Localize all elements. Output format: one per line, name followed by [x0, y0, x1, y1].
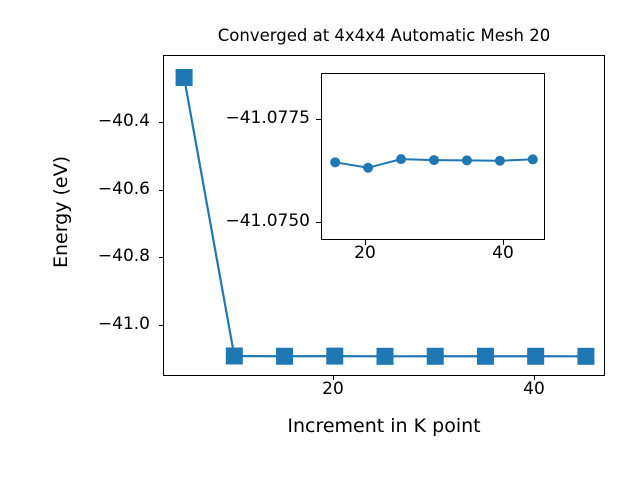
data-point — [175, 69, 193, 87]
data-point — [577, 347, 595, 365]
y-tick-label-main-3: −41.0 — [97, 314, 150, 334]
y-tick-mark-main-1 — [159, 190, 163, 192]
data-point — [527, 154, 538, 165]
data-point — [426, 347, 444, 365]
x-tick-label-main-0: 20 — [322, 379, 344, 399]
data-point — [363, 162, 374, 173]
x-tick-label-inset-1: 40 — [492, 243, 514, 263]
main-series-svg — [175, 69, 595, 365]
x-tick-label-inset-0: 20 — [354, 243, 376, 263]
data-point — [494, 155, 505, 166]
inset-plot-area[interactable] — [321, 73, 545, 240]
x-tick-mark-main-0 — [333, 376, 335, 380]
chart-title: Converged at 4x4x4 Automatic Mesh 20 — [217, 26, 551, 45]
y-tick-label-inset-0: −41.0775 — [225, 108, 310, 128]
data-point — [330, 157, 341, 168]
inset-series-markers — [330, 154, 538, 173]
x-tick-mark-inset-1 — [503, 240, 505, 245]
main-plot-area[interactable] — [163, 55, 605, 376]
data-point — [376, 347, 394, 365]
data-point — [225, 347, 243, 365]
y-tick-mark-main-2 — [159, 257, 163, 259]
data-point — [396, 154, 407, 165]
y-tick-mark-main-3 — [159, 325, 163, 327]
data-point — [326, 347, 344, 365]
y-tick-mark-main-0 — [159, 122, 163, 124]
x-axis-label: Increment in K point — [287, 415, 481, 437]
y-tick-label-main-2: −40.8 — [97, 246, 150, 266]
main-series-markers — [175, 69, 595, 365]
inset-series-svg — [330, 154, 538, 173]
data-point — [276, 347, 294, 365]
x-tick-mark-main-1 — [534, 376, 536, 380]
y-tick-label-main-1: −40.6 — [97, 179, 150, 199]
x-tick-mark-inset-0 — [365, 240, 367, 245]
y-tick-mark-inset-1 — [316, 222, 321, 224]
y-tick-label-main-0: −40.4 — [97, 111, 150, 131]
data-point — [461, 155, 472, 166]
data-point — [476, 347, 494, 365]
data-point — [429, 155, 439, 166]
x-tick-label-main-1: 40 — [523, 379, 545, 399]
y-tick-mark-inset-0 — [316, 119, 321, 121]
data-point — [527, 347, 545, 365]
y-tick-label-inset-1: −41.0750 — [225, 211, 310, 231]
